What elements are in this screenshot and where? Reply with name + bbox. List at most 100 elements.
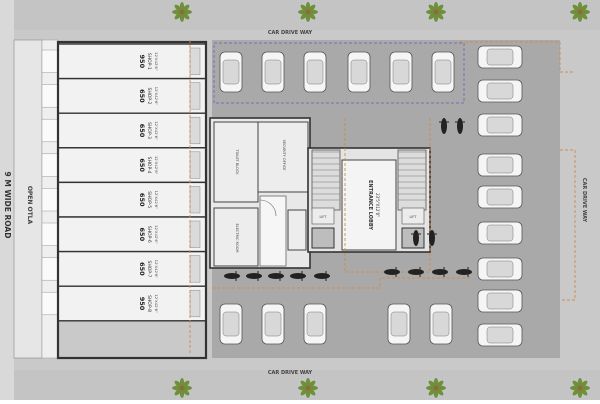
shop-size: 12'X42'6" [154, 121, 159, 140]
tree-icon [570, 378, 590, 398]
bike-body [456, 269, 472, 275]
car-icon [387, 303, 411, 345]
car-roof [486, 48, 514, 66]
tree-trunk [305, 9, 311, 15]
tree-trunk [305, 385, 311, 391]
car-icon [303, 51, 327, 93]
toilet-label: TOILET BLOCK [235, 148, 239, 175]
lobby-core [307, 147, 431, 253]
shop-area: 650 [138, 158, 146, 172]
lobby-room [341, 159, 397, 251]
open-otla-strip [13, 39, 43, 359]
shop-name: SHOP-5 [146, 191, 152, 208]
shop-area: 650 [138, 262, 146, 276]
bike-body [457, 118, 463, 134]
car-roof [264, 59, 282, 85]
bike-icon [290, 271, 306, 281]
stair-left [311, 149, 341, 211]
lift-label-right [401, 207, 425, 225]
boundary-top [460, 41, 575, 73]
bike-icon [439, 118, 449, 134]
car-icon [219, 51, 243, 93]
bike-icon [246, 271, 262, 281]
car-roof [486, 82, 514, 100]
bike-icon [432, 267, 448, 277]
car-icon [477, 221, 523, 245]
office-room [257, 121, 309, 193]
shop-area: 950 [138, 55, 146, 69]
car-roof [432, 311, 450, 337]
shop-room [57, 250, 207, 287]
stair-right [397, 149, 427, 211]
car-roof [486, 156, 514, 174]
cars [219, 45, 523, 347]
car-icon [477, 185, 523, 209]
bike-icon [427, 230, 437, 246]
car-roof [392, 59, 410, 85]
lobby-size-label: 23'5"X12'0" [375, 193, 380, 217]
shop-area: 950 [138, 297, 146, 311]
shop-size: 12'X42'6" [154, 87, 159, 106]
tree-icon [426, 378, 446, 398]
lift-label-2: LIFT [409, 215, 417, 219]
tree-icon [172, 2, 192, 22]
shop-size: 12'X42'6" [154, 225, 159, 244]
bike-icon [384, 267, 400, 277]
shop-toilet [189, 220, 201, 248]
shop-name: SHOP-2 [146, 87, 152, 104]
shop-front [41, 188, 59, 212]
lobby-label: ENTRANCE LOBBY [367, 180, 373, 230]
trees [172, 2, 590, 398]
stair-treads [312, 151, 426, 201]
tree-trunk [433, 385, 439, 391]
shop-room [57, 112, 207, 149]
shop-size: 12'X42'6" [154, 52, 159, 71]
bikes [224, 118, 472, 281]
shop-name: SHOP-6 [146, 226, 152, 243]
car-icon [477, 289, 523, 313]
shop-front [41, 257, 59, 281]
shop-room [57, 216, 207, 253]
car-icon [477, 113, 523, 137]
bike-body [268, 273, 284, 279]
tree-icon [172, 378, 192, 398]
shop-front [41, 84, 59, 108]
car-icon [389, 51, 413, 93]
bike-icon [408, 267, 424, 277]
shop-room [57, 181, 207, 218]
car-roof [350, 59, 368, 85]
bike-body [429, 230, 435, 246]
road-label: 9 M WIDE ROAD [3, 172, 12, 239]
car-roof [486, 188, 514, 206]
shop-toilet [189, 151, 201, 179]
electric-room [213, 207, 259, 267]
car-roof [306, 59, 324, 85]
tree-trunk [179, 9, 185, 15]
shop-front [41, 222, 59, 246]
car-roof [264, 311, 282, 337]
bike-body [224, 273, 240, 279]
car-icon [219, 303, 243, 345]
car-icon [261, 303, 285, 345]
shop-toilet [189, 116, 201, 145]
tree-trunk [577, 385, 583, 391]
boundary-bottom [212, 277, 470, 289]
car-roof [486, 326, 514, 344]
top-parking-outline [213, 42, 465, 104]
shop-size: 12'X42'6" [154, 294, 159, 313]
car-icon [477, 153, 523, 177]
car-icon [347, 51, 371, 93]
bike-icon [455, 118, 465, 134]
car-icon [477, 79, 523, 103]
car-roof [486, 260, 514, 278]
car-roof [222, 311, 240, 337]
lift-label-1: LIFT [319, 215, 327, 219]
tree-icon [298, 2, 318, 22]
electric-label: ELECTRIC ROOM [235, 224, 239, 253]
